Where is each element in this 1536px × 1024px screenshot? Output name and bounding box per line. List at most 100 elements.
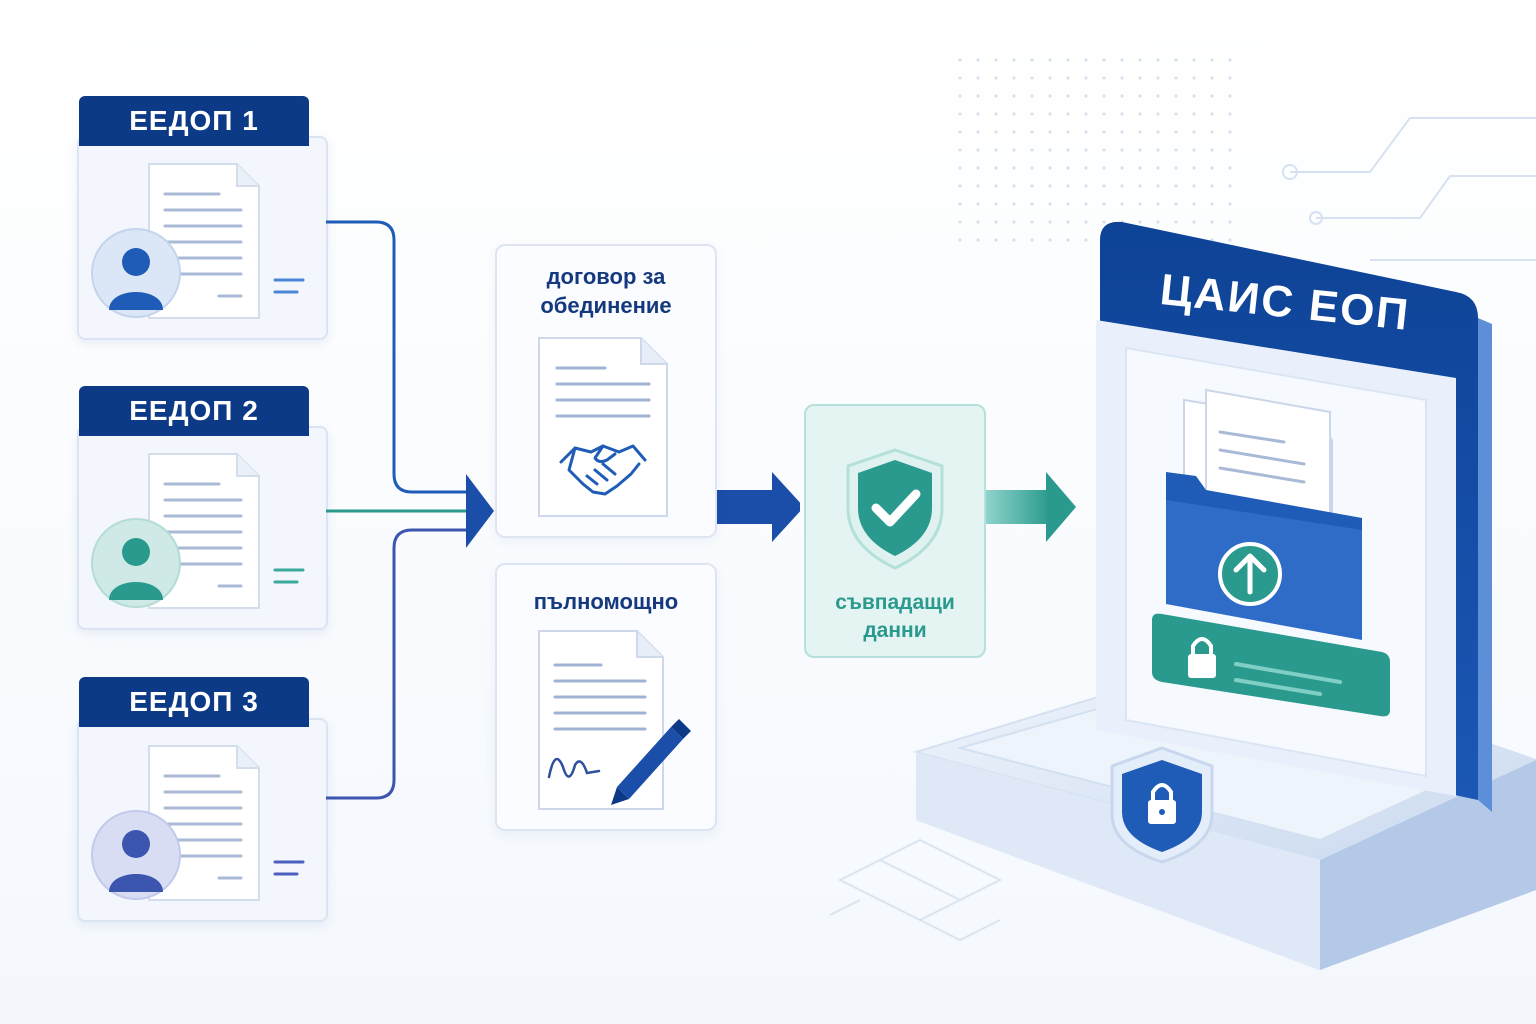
- decor-dot: [1192, 184, 1196, 188]
- decor-dot: [1012, 238, 1016, 242]
- decor-dot: [1228, 58, 1232, 62]
- decor-dot: [1156, 148, 1160, 152]
- eedop-card-1: [77, 136, 328, 340]
- agreement-card: договор за обединение: [495, 244, 717, 538]
- arrow-to-system: [986, 472, 1076, 542]
- decor-dot: [1210, 184, 1214, 188]
- shield-lock-icon: [1110, 746, 1214, 864]
- decor-dot: [1210, 76, 1214, 80]
- decor-dot: [1066, 148, 1070, 152]
- decor-dot: [1174, 76, 1178, 80]
- decor-dot: [1012, 166, 1016, 170]
- decor-dot: [976, 58, 980, 62]
- decor-dot: [1084, 58, 1088, 62]
- decor-dot: [994, 58, 998, 62]
- decor-dot: [976, 220, 980, 224]
- decor-dot: [1192, 130, 1196, 134]
- decor-dot: [958, 130, 962, 134]
- decor-dot: [1210, 202, 1214, 206]
- decor-dot: [1138, 166, 1142, 170]
- decor-dot: [1084, 130, 1088, 134]
- decor-dot: [1192, 94, 1196, 98]
- decor-dot: [1084, 94, 1088, 98]
- decor-dot: [994, 76, 998, 80]
- decor-dot: [1066, 112, 1070, 116]
- eedop-label-1: ЕЕДОП 1: [79, 96, 309, 146]
- decor-dot: [1138, 148, 1142, 152]
- arrow-right-icon: [466, 474, 494, 548]
- decor-dot: [1210, 148, 1214, 152]
- decor-dot: [1102, 202, 1106, 206]
- decor-dot: [1066, 76, 1070, 80]
- user-avatar-icon: [91, 228, 181, 318]
- decor-dot: [994, 148, 998, 152]
- decor-dot: [1120, 76, 1124, 80]
- eedop-label-2: ЕЕДОП 2: [79, 386, 309, 436]
- decor-dot: [1120, 112, 1124, 116]
- decor-dot: [958, 58, 962, 62]
- decor-dot: [1030, 148, 1034, 152]
- lock-icon: [1152, 613, 1390, 717]
- decor-dot: [976, 166, 980, 170]
- decor-dot: [994, 130, 998, 134]
- decor-dot: [1120, 130, 1124, 134]
- decor-dot: [1066, 94, 1070, 98]
- decor-dot: [1228, 76, 1232, 80]
- decor-dot: [1102, 220, 1106, 224]
- user-avatar-icon: [91, 518, 181, 608]
- decor-dot: [1012, 94, 1016, 98]
- decor-dot: [1066, 58, 1070, 62]
- decor-dot: [1102, 76, 1106, 80]
- decor-dot: [994, 166, 998, 170]
- decor-dot: [1030, 166, 1034, 170]
- decor-dot: [1192, 76, 1196, 80]
- power-of-attorney-card: пълномощно: [495, 563, 717, 831]
- decor-dot: [1030, 220, 1034, 224]
- decor-dot: [994, 94, 998, 98]
- decor-dot: [958, 184, 962, 188]
- decor-dot: [1192, 148, 1196, 152]
- decor-dot: [1012, 130, 1016, 134]
- decor-dot: [1138, 184, 1142, 188]
- decor-dot: [1030, 238, 1034, 242]
- user-avatar-icon: [91, 810, 181, 900]
- decor-dot: [1084, 202, 1088, 206]
- decor-dot: [1156, 94, 1160, 98]
- decor-dot: [1138, 58, 1142, 62]
- decor-dot: [1174, 94, 1178, 98]
- source-connectors: [326, 220, 800, 800]
- decor-dot: [1102, 148, 1106, 152]
- decor-dot: [1048, 166, 1052, 170]
- decor-dot: [1084, 76, 1088, 80]
- decor-dot: [1084, 238, 1088, 242]
- decor-dot: [1102, 130, 1106, 134]
- decor-dot: [1174, 184, 1178, 188]
- decor-dot: [1156, 202, 1160, 206]
- decor-dot: [1066, 220, 1070, 224]
- decor-dot: [1156, 112, 1160, 116]
- decor-dot: [1174, 202, 1178, 206]
- decor-dot: [1102, 166, 1106, 170]
- decor-dot: [1084, 220, 1088, 224]
- decor-dot: [1210, 220, 1214, 224]
- decor-dot: [1156, 76, 1160, 80]
- decor-dot: [1012, 76, 1016, 80]
- decor-dot: [1174, 220, 1178, 224]
- decor-dot: [1174, 166, 1178, 170]
- decor-dot: [1210, 112, 1214, 116]
- decor-dot: [1192, 58, 1196, 62]
- decor-dot: [1228, 112, 1232, 116]
- decor-dot: [1066, 238, 1070, 242]
- decor-dot: [1048, 94, 1052, 98]
- decor-dot: [994, 220, 998, 224]
- decor-dot: [958, 76, 962, 80]
- decor-dot: [976, 184, 980, 188]
- decor-dot: [1012, 202, 1016, 206]
- decor-dot: [1120, 94, 1124, 98]
- verification-card: съвпадащи данни: [804, 404, 986, 658]
- decor-dot: [1174, 148, 1178, 152]
- signature-icon: [547, 757, 601, 779]
- decor-dot: [1174, 58, 1178, 62]
- decor-dot: [1228, 238, 1232, 242]
- eedop-card-2: [77, 426, 328, 630]
